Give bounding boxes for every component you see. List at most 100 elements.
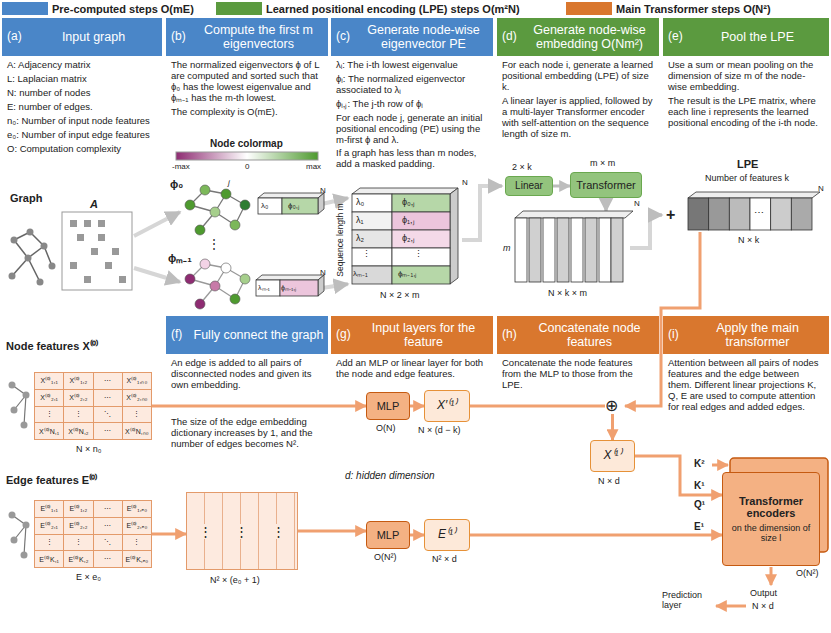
illustration-shape <box>258 198 282 214</box>
matrix-cell: ⋮ <box>232 524 251 539</box>
illustration-shape <box>98 220 105 227</box>
body-text: A linear layer is applied, followed by a… <box>502 96 654 140</box>
flow-connector <box>410 405 424 408</box>
annotation-label: Node colormap <box>210 138 283 150</box>
flow-connector <box>152 533 186 536</box>
illustration-shape <box>352 188 458 194</box>
process-box: Transformer encoderson the dimension of … <box>722 472 820 566</box>
matrix-cell: ⋮ <box>123 407 151 423</box>
matrix-cell: X⁽⁰⁾N,₁ <box>35 423 63 439</box>
illustration-shape <box>392 212 450 230</box>
process-box: E⁽¹⁾ <box>424 519 470 551</box>
pe-tensor <box>352 188 458 284</box>
illustration-shape <box>185 200 195 210</box>
illustration-shape <box>210 281 220 291</box>
annotation-label: O(N²) <box>796 568 819 578</box>
annotation-label: A <box>90 198 98 211</box>
matrix-cell: E⁽⁰⁾₂,₂ <box>64 518 92 534</box>
matrix-cell: ⋮ <box>269 524 288 539</box>
panel-title: Compute the first m eigenvectors <box>193 23 328 52</box>
panel-letter: (f) <box>166 328 193 342</box>
illustration-shape <box>729 198 750 230</box>
illustration-shape <box>352 248 392 266</box>
flow-connector <box>410 534 424 537</box>
process-box: MLP <box>366 392 410 420</box>
body-text: Attention between all pairs of nodes fea… <box>668 358 824 413</box>
body-text: The complexity is O(mE). <box>171 107 323 118</box>
matrix-cell: E⁽⁰⁾₁,₁ <box>35 501 63 517</box>
annotation-label: -max <box>172 162 190 171</box>
illustration-shape <box>112 248 119 255</box>
illustration-shape <box>611 218 623 282</box>
illustration-shape <box>49 263 56 270</box>
body-text: Concatenate the node features from the M… <box>502 358 654 391</box>
illustration-shape <box>750 198 771 230</box>
matrix-cell: E⁽⁰⁾K,₁ <box>35 551 63 567</box>
illustration-shape <box>392 248 450 266</box>
panel-title: Input graph <box>29 30 162 44</box>
body-text: If a graph has less than m nodes, add a … <box>336 148 488 170</box>
illustration-shape <box>200 185 210 195</box>
illustration-shape <box>25 255 32 262</box>
flow-connector <box>553 185 570 188</box>
step-panel: (i)Apply the main transformerAttention b… <box>663 316 829 631</box>
body-text: The result is the LPE matrix, where each… <box>668 96 824 129</box>
process-box: Linear <box>505 176 553 196</box>
illustration-shape <box>11 237 18 244</box>
illustration-shape <box>210 207 220 217</box>
illustration-shape <box>716 605 746 608</box>
annotation-label: N × n₀ <box>76 444 102 454</box>
matrix-cell: X⁽⁰⁾₂,₂ <box>64 390 92 406</box>
process-box: MLP <box>366 521 410 549</box>
illustration-shape <box>712 464 728 467</box>
legend-swatch <box>216 2 262 15</box>
illustration-shape <box>450 188 458 284</box>
body-text: n₀: Number of input node features <box>7 116 157 127</box>
annotation-label: max <box>306 162 321 171</box>
illustration-shape <box>91 248 98 255</box>
matrix-cell: ⋮ <box>35 535 63 551</box>
illustration-shape <box>24 395 26 425</box>
body-text: An edge is added to all pairs of disconn… <box>171 358 323 391</box>
legend-item: Learned positional encoding (LPE) steps … <box>216 2 520 15</box>
illustration-shape <box>221 263 231 273</box>
eigenvector-graph <box>185 185 250 235</box>
panel-title: Pool the LPE <box>690 30 829 44</box>
annotation-label: E × e₀ <box>76 572 101 582</box>
annotation-label: ϕ₂,ⱼ <box>402 233 415 243</box>
illustration-shape <box>392 194 450 212</box>
annotation-label: ⋮ <box>362 249 371 259</box>
illustration-shape <box>190 190 245 230</box>
annotation-label: λₘ₋₁ <box>258 284 270 292</box>
illustration-shape <box>318 193 324 214</box>
annotation-label: ϕ₁,ⱼ <box>402 215 415 225</box>
illustration-shape <box>240 274 250 284</box>
illustration-shape <box>688 198 709 230</box>
box-label: Transformer <box>576 179 636 192</box>
body-text: Use a sum or mean pooling on the dimensi… <box>668 60 824 93</box>
illustration-shape <box>604 199 608 211</box>
matrix-cell: ⋯ <box>94 390 122 406</box>
legend-swatch <box>566 2 612 15</box>
illustration-shape <box>282 198 318 214</box>
illustration-shape <box>543 218 555 282</box>
matrix-cell: ⋮ <box>64 407 92 423</box>
illustration-shape <box>280 280 318 296</box>
matrix-cell: E⁽⁰⁾K,₂ <box>64 551 92 567</box>
box-label: Linear <box>515 180 543 192</box>
step-panel: (a)Input graphA: Adjacency matrixL: Lapl… <box>2 18 162 312</box>
illustration-shape <box>630 215 662 248</box>
illustration-shape <box>515 211 633 218</box>
illustration-shape <box>771 198 792 230</box>
illustration-shape <box>70 262 77 269</box>
illustration-shape <box>84 220 91 227</box>
annotation-label: ϕₘ₋₁,ⱼ <box>398 269 416 278</box>
feature-matrix: E⁽⁰⁾₁,₁E⁽⁰⁾₁,₂⋯E⁽⁰⁾₁,ₑ₀E⁽⁰⁾₂,₁E⁽⁰⁾₂,₂⋯E⁽… <box>34 500 152 568</box>
illustration-shape <box>70 220 126 283</box>
flow-connector <box>152 405 366 408</box>
illustration-shape <box>77 234 84 241</box>
illustration-shape <box>709 198 730 230</box>
illustration-shape <box>70 220 77 227</box>
annotation-label: N <box>818 184 824 193</box>
illustration-shape <box>185 274 195 284</box>
